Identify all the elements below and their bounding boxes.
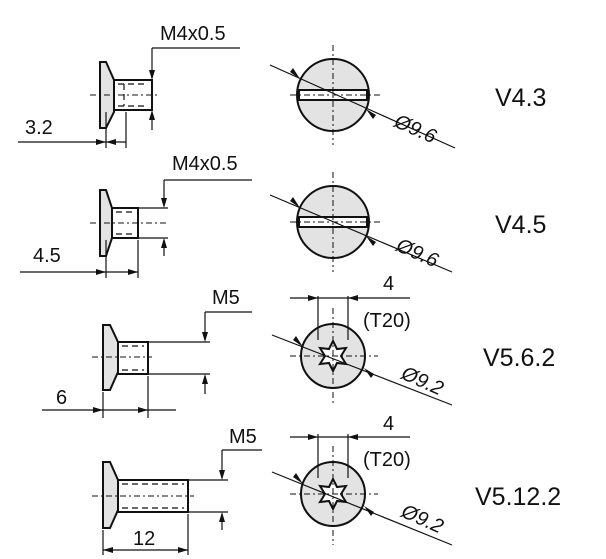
version-label: V4.5 xyxy=(495,211,546,239)
screw-head-front-2 xyxy=(269,172,453,273)
row-v5-6-2: M5 6 4 (T20) Ø9.2 V5.6.2 xyxy=(42,273,555,418)
row-v4-3: M4x0.5 3.2 Ø9.6 V4.3 xyxy=(18,23,546,149)
diameter-label: Ø9.2 xyxy=(397,362,446,400)
diameter-label: Ø9.6 xyxy=(390,110,440,148)
version-label: V4.3 xyxy=(495,84,546,112)
thread-label: M5 xyxy=(212,287,240,309)
length-label: 12 xyxy=(133,528,155,550)
drive-code-label: (T20) xyxy=(363,449,411,471)
screw-side-view-3 xyxy=(42,311,252,418)
diameter-label: Ø9.6 xyxy=(392,234,442,272)
row-v5-12-2: M5 12 4 (T20) Ø9.2 V5.12.2 xyxy=(92,413,561,555)
version-label: V5.6.2 xyxy=(483,344,555,372)
drive-size-label: 4 xyxy=(383,273,394,295)
length-label: 3.2 xyxy=(25,117,53,139)
screw-side-view-4 xyxy=(92,449,262,555)
screw-head-front-3 xyxy=(271,295,453,406)
screw-side-view-2 xyxy=(20,179,252,278)
thread-label: M5 xyxy=(229,426,257,448)
thread-label: M4x0.5 xyxy=(160,23,226,45)
screw-side-view-1 xyxy=(18,47,240,148)
version-label: V5.12.2 xyxy=(475,483,561,511)
drive-size-label: 4 xyxy=(383,413,394,435)
screw-head-front-1 xyxy=(269,45,456,149)
thread-label: M4x0.5 xyxy=(172,153,238,175)
drive-code-label: (T20) xyxy=(363,310,411,332)
screw-head-front-4 xyxy=(271,434,453,546)
length-label: 4.5 xyxy=(33,245,61,267)
row-v4-5: M4x0.5 4.5 Ø9.6 V4.5 xyxy=(20,153,546,278)
length-label: 6 xyxy=(56,387,67,409)
